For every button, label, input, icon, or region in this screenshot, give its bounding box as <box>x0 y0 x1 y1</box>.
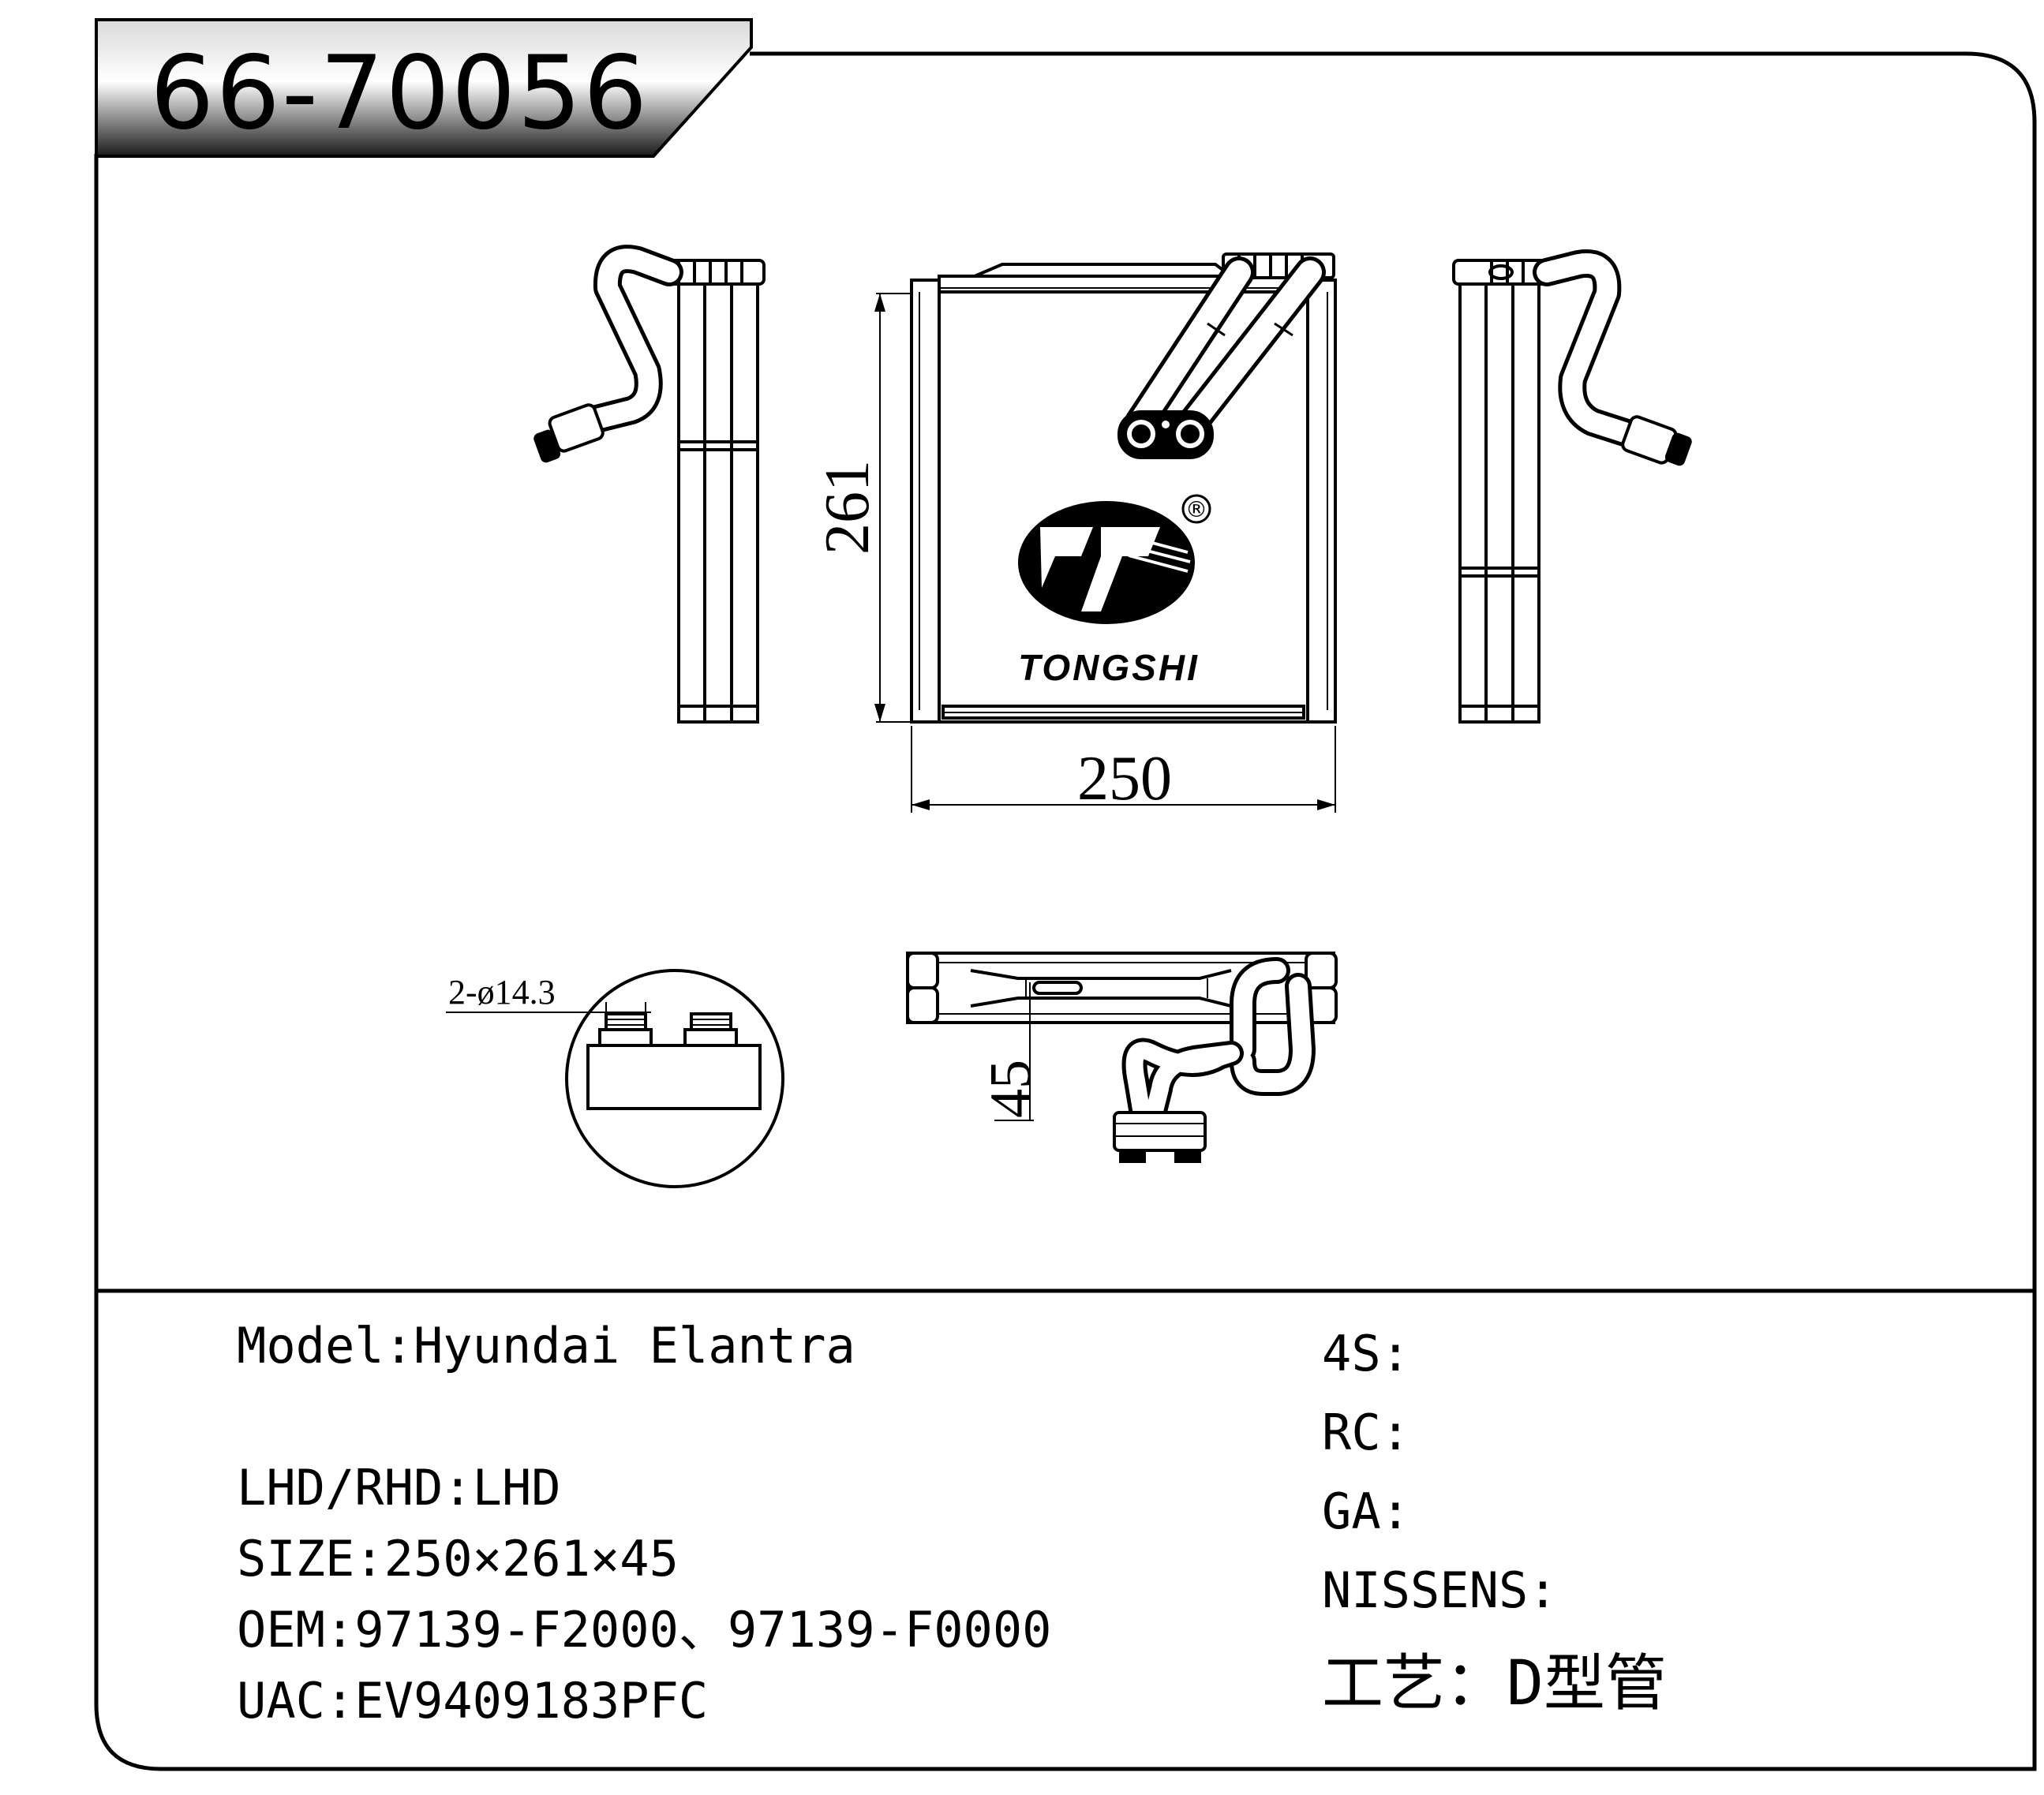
dim-height-label: 261 <box>813 460 882 555</box>
ref-rc: RC: <box>1322 1404 1410 1461</box>
uac-line: UAC:EV9409183PFC <box>237 1672 709 1730</box>
registered-mark: ® <box>1185 496 1207 522</box>
dim-width-label: 250 <box>1077 744 1172 813</box>
brand-name: TONGSHI <box>1018 647 1200 688</box>
part-number: 66-70056 <box>150 35 650 152</box>
part-number-tab <box>95 18 753 158</box>
model-line: Model:Hyundai Elantra <box>237 1317 855 1374</box>
ref-4s: 4S: <box>1322 1325 1410 1382</box>
pipe-detail <box>446 969 784 1188</box>
ref-ga: GA: <box>1322 1483 1410 1540</box>
lhd-rhd-line: LHD/RHD:LHD <box>237 1459 561 1516</box>
top-view <box>906 952 1338 1163</box>
side-view-right <box>1452 249 1692 724</box>
side-view-left <box>533 245 766 724</box>
sheet-border <box>94 51 2037 1771</box>
front-view <box>874 252 1337 813</box>
dim-pipe-label: 2-ø14.3 <box>448 973 556 1012</box>
oem-line: OEM:97139-F2000、97139-F0000 <box>237 1601 1052 1659</box>
ref-nissens: NISSENS: <box>1322 1561 1558 1619</box>
tongshi-logo <box>1018 494 1211 624</box>
size-line: SIZE:250×261×45 <box>237 1530 679 1587</box>
dim-depth-label: 45 <box>979 1060 1043 1118</box>
ref-process: 工艺：D型管 <box>1322 1648 1667 1719</box>
